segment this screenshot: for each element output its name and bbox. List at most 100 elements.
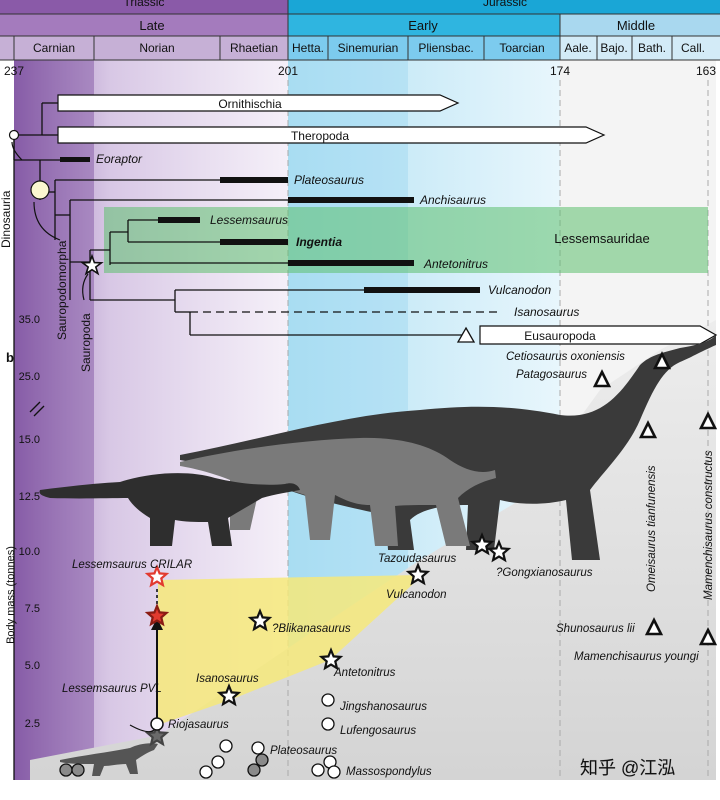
label-shunosaurus: Shunosaurus lii — [556, 623, 635, 635]
epoch-early-label: Early — [408, 18, 438, 33]
label-lessemsaurus-pvl: Lessemsaurus PVL — [62, 683, 162, 695]
pointer-sauropodomorpha — [33, 201, 61, 241]
stage-norian: Norian — [139, 41, 174, 55]
label-vulcanodon: Vulcanodon — [386, 589, 447, 601]
stages-early-row — [288, 36, 560, 60]
epoch-middle — [560, 14, 720, 36]
label-massospondylus: Massospondylus — [346, 766, 432, 778]
period-triassic-label: Triassic — [124, 0, 165, 9]
star-blikanasaurus — [247, 608, 273, 632]
stages-middle-row — [560, 36, 720, 60]
y-axis-label: Body mass (tonnes) — [5, 546, 17, 644]
lessemsauridae-label: Lessemsauridae — [554, 231, 649, 246]
triangle-patagosaurus — [592, 369, 612, 388]
circle-4 — [211, 755, 225, 769]
antetonitrus-bar — [288, 260, 414, 266]
label-cetiosaurus: Cetiosaurus oxoniensis — [506, 351, 625, 363]
age-163: 163 — [696, 64, 716, 78]
stage-bathonian: Bath. — [638, 41, 666, 55]
eusauropoda-triangle — [456, 326, 476, 343]
circle-7 — [255, 753, 269, 767]
triangle-markers — [592, 351, 718, 646]
mass-envelope — [30, 320, 716, 780]
pointer-pvl — [129, 724, 155, 733]
yellow-mass-region — [158, 575, 420, 725]
tick-2-5: 2.5 — [25, 718, 40, 730]
timescale-header: Triassic Jurassic Late Early Middle — [0, 0, 720, 78]
range-bars — [60, 157, 480, 293]
label-patagosaurus: Patagosaurus — [516, 369, 587, 381]
label-plateosaurus: Plateosaurus — [270, 745, 337, 757]
panel-b-label: b — [6, 350, 14, 365]
eoraptor-bar — [60, 157, 90, 162]
stage-pliensbachian: Pliensbac. — [418, 41, 473, 55]
star-vulcanodon — [405, 562, 431, 586]
label-riojasaurus: Riojasaurus — [168, 719, 229, 731]
label-gongxianosaurus: ?Gongxianosaurus — [496, 567, 593, 579]
tick-35-0: 35.0 — [19, 314, 40, 326]
period-jurassic — [288, 0, 720, 14]
label-mamenchisaurus-constructus: Mamenchisaurus constructus — [703, 450, 715, 600]
taxon-anchisaurus: Anchisaurus — [419, 193, 486, 207]
node-sauropoda — [80, 253, 104, 276]
tick-15-0: 15.0 — [19, 434, 40, 446]
circle-3 — [219, 739, 233, 753]
epoch-middle-label: Middle — [617, 18, 655, 33]
circle-jingshanosaurus — [321, 693, 335, 707]
circle-lufengosaurus — [321, 717, 335, 731]
label-dinosauria: Dinosauria — [0, 190, 13, 248]
carnian-band — [14, 60, 94, 780]
tick-12-5: 12.5 — [19, 491, 40, 503]
epoch-late — [0, 14, 288, 36]
silhouette-small — [39, 473, 301, 546]
eusauropoda-label: Eusauropoda — [524, 329, 596, 343]
node-dinosauria — [8, 129, 20, 141]
silhouette-eusauropod — [180, 335, 716, 560]
label-antetonitrus: Antetonitrus — [333, 667, 396, 679]
label-lessemsaurus-crilar-species: Lessemsaurus CRILAR — [72, 559, 192, 571]
taxon-lessemsaurus: Lessemsaurus — [210, 213, 288, 227]
circle-1 — [59, 763, 73, 777]
phylogeny-tree — [13, 102, 466, 780]
taxon-antetonitrus: Antetonitrus — [423, 257, 488, 271]
tick-7-5: 7.5 — [25, 603, 40, 615]
age-201: 201 — [278, 64, 298, 78]
ornithischia-label: Ornithischia — [218, 97, 282, 111]
stage-callovian: Call. — [681, 41, 705, 55]
tick-25-0: 25.0 — [19, 371, 40, 383]
period-jurassic-label: Jurassic — [483, 0, 527, 9]
circle-11 — [327, 765, 341, 779]
label-sauropoda: Sauropoda — [79, 313, 93, 372]
silhouette-medium — [180, 437, 496, 546]
triangle-mamenchisaurus-youngi — [698, 627, 718, 646]
vulcanodon-bar — [364, 287, 480, 293]
circle-2 — [71, 763, 85, 777]
triangle-omeisaurus — [638, 420, 658, 439]
period-triassic — [0, 0, 288, 14]
label-lufengosaurus: Lufengosaurus — [340, 725, 416, 737]
ingentia-bar — [220, 239, 288, 245]
pointer-dinosauria — [11, 141, 23, 161]
stages-triassic-row — [0, 36, 288, 60]
node-sauropodomorpha — [30, 180, 50, 200]
label-mamenchisaurus-youngi: Mamenchisaurus youngi — [574, 651, 699, 663]
label-sauropodomorpha: Sauropodomorpha — [55, 240, 69, 340]
label-isanosaurus: Isanosaurus — [196, 673, 259, 685]
star-gongxianosaurus — [486, 539, 512, 563]
age-237: 237 — [4, 64, 24, 78]
lessemsaurus-bar — [158, 217, 200, 223]
epoch-late-label: Late — [139, 18, 164, 33]
star-tazoudasaurus — [469, 532, 495, 556]
stage-hettangian: Hetta. — [292, 41, 324, 55]
stage-aalenian: Aale. — [564, 41, 591, 55]
circle-8 — [247, 763, 261, 777]
star-antetonitrus — [318, 647, 344, 671]
theropoda-arrow — [57, 126, 606, 144]
star-riojasaurus-grey — [144, 723, 170, 747]
ornithischia-arrow — [57, 94, 460, 112]
mass-increase-arrowhead — [151, 618, 163, 630]
tick-10-0: 10.0 — [19, 546, 40, 558]
silhouette-basal — [60, 743, 158, 776]
